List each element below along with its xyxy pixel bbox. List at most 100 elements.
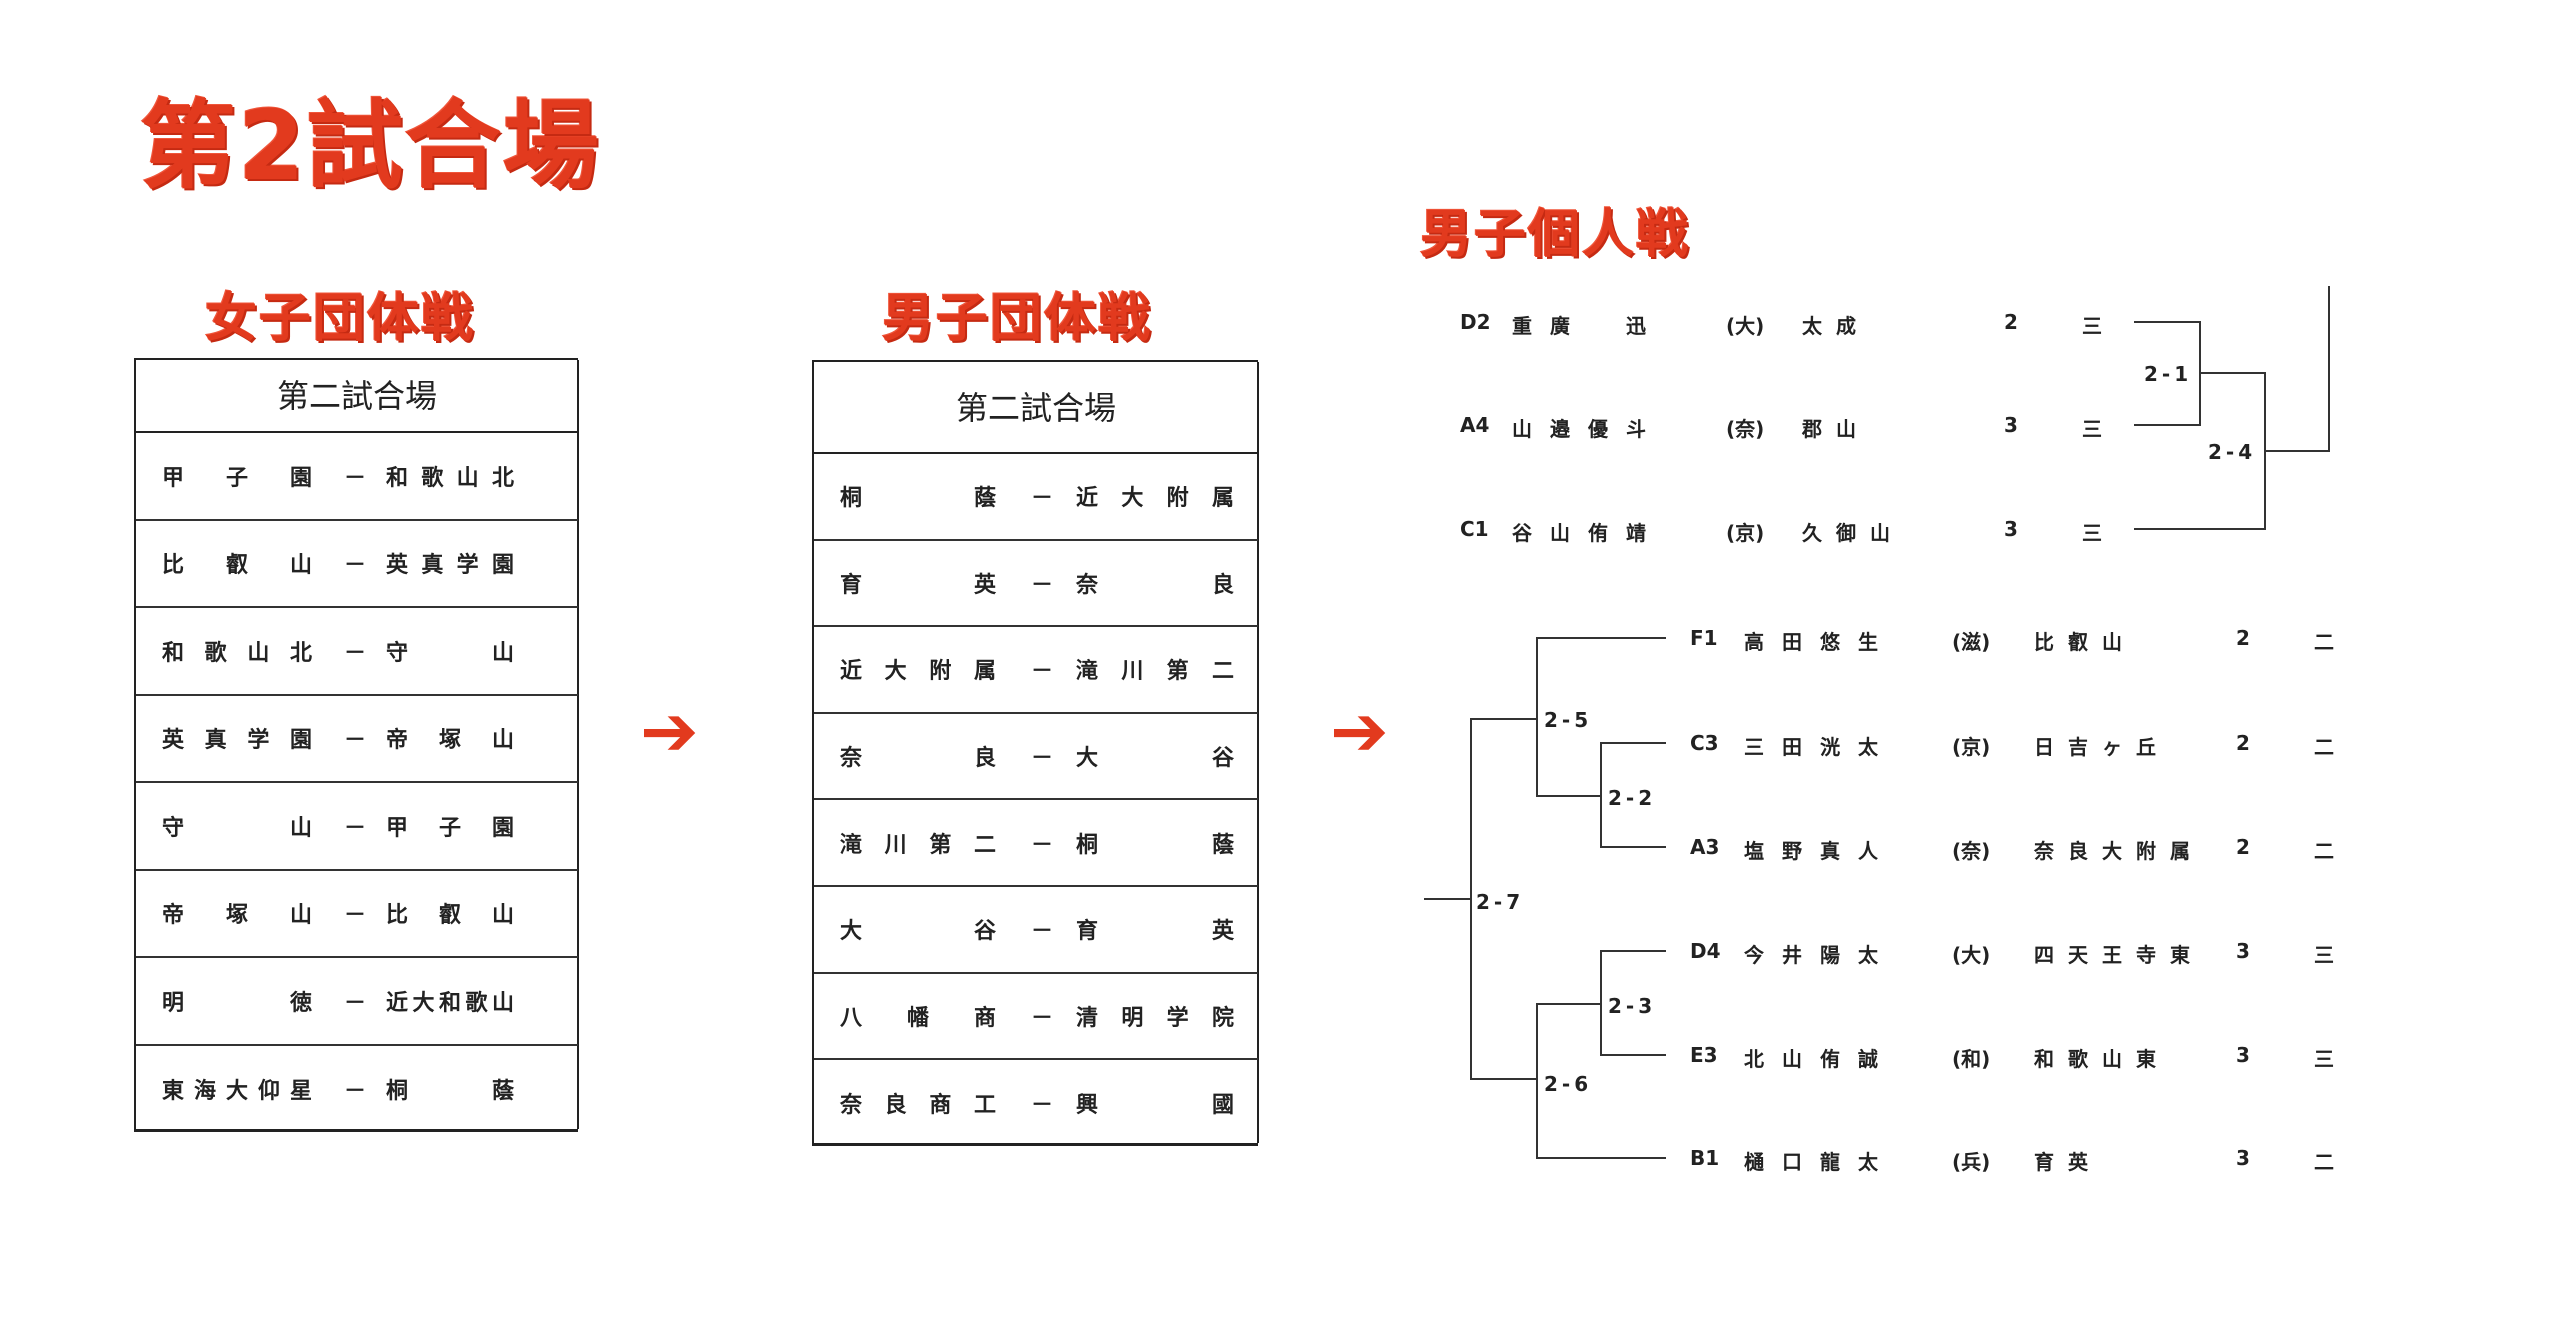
bracket-line	[1600, 950, 1666, 952]
team-left: 奈良	[840, 746, 996, 772]
versus-dash: －	[1031, 1093, 1054, 1119]
team-left: 和歌山北	[162, 640, 312, 666]
table-row: 育英－奈良	[814, 541, 1258, 628]
team-left: 帝塚山	[162, 903, 312, 929]
table-row: 大谷－育英	[814, 887, 1258, 974]
team-right: 大谷	[1076, 746, 1234, 772]
competitor-school: 育英	[2034, 1150, 2102, 1174]
competitor-pref: (大)	[1726, 314, 1765, 338]
team-left: 近大附属	[840, 659, 996, 685]
competitor-level: 二	[2314, 630, 2334, 654]
competitor-school: 比叡山	[2034, 630, 2136, 654]
table-row: 近大附属－滝川第二	[814, 627, 1258, 714]
table-header: 第二試合場	[814, 362, 1258, 454]
bracket-line	[1536, 637, 1666, 639]
table-row: 奈良商工 － 興國	[814, 1060, 1258, 1147]
competitor-name: 重廣 迅	[1512, 314, 1664, 338]
team-right: 興國	[1076, 1093, 1234, 1119]
men-team-heading: 男子団体戦	[882, 289, 1153, 349]
bracket-line	[1536, 1003, 1602, 1005]
versus-dash: －	[1031, 572, 1054, 598]
competitor-school: 久御山	[1802, 521, 1904, 545]
table-row: 東海大仰星－桐蔭	[136, 1046, 578, 1134]
competitor-name: 塩野真人	[1744, 839, 1896, 863]
bracket-line	[2328, 286, 2330, 452]
competitor-pref: (兵)	[1952, 1150, 1991, 1174]
arrow-right-icon: ➔	[640, 690, 699, 772]
competitor-school: 四天王寺東	[2034, 943, 2204, 967]
team-left: 甲子園	[162, 465, 312, 491]
competitor-code: F1	[1690, 626, 1718, 650]
bracket-line	[2134, 528, 2266, 530]
bracket-line	[1536, 1003, 1538, 1159]
bout-score: 2-2	[1608, 786, 1657, 810]
competitor-school: 和歌山東	[2034, 1047, 2170, 1071]
competitor-school: 太成	[1802, 314, 1870, 338]
competitor-level: 三	[2314, 943, 2334, 967]
team-left: 明徳	[162, 990, 312, 1016]
team-right: 和歌山北	[386, 465, 514, 491]
competitor-pref: (和)	[1952, 1047, 1991, 1071]
competitor-level: 二	[2314, 1150, 2334, 1174]
team-left: 育英	[840, 572, 996, 598]
table-row: 帝塚山－比叡山	[136, 871, 578, 958]
team-left: 奈良商工	[840, 1093, 996, 1119]
bracket-line	[1600, 846, 1666, 848]
team-right: 近大附属	[1076, 486, 1234, 512]
competitor-level: 三	[2082, 521, 2102, 545]
competitor-level: 三	[2082, 314, 2102, 338]
team-left: 桐蔭	[840, 486, 996, 512]
women-rows: 甲子園－和歌山北比叡山－英真学園和歌山北－守山英真学園－帝塚山守山－甲子園帝塚山…	[136, 433, 578, 1133]
table-row: 英真学園－帝塚山	[136, 696, 578, 783]
competitor-pref: (奈)	[1952, 839, 1991, 863]
competitor-pref: (滋)	[1952, 630, 1991, 654]
versus-dash: －	[344, 903, 367, 929]
table-row: 守山－甲子園	[136, 783, 578, 871]
table-row: 桐蔭－近大附属	[814, 454, 1258, 541]
versus-dash: －	[1031, 832, 1054, 858]
competitor-grade: 2	[2236, 626, 2250, 650]
competitor-name: 高田悠生	[1744, 630, 1896, 654]
competitor-name: 谷山侑靖	[1512, 521, 1664, 545]
competitor-level: 二	[2314, 839, 2334, 863]
competitor-level: 三	[2314, 1047, 2334, 1071]
competitor-name: 北山侑誠	[1744, 1047, 1896, 1071]
versus-dash: －	[1031, 1005, 1054, 1031]
table-row: 明徳－近大和歌山	[136, 958, 578, 1046]
bout-score: 2-7	[1476, 890, 1525, 914]
bracket-line	[1600, 1054, 1666, 1056]
team-right: 清明学院	[1076, 1005, 1234, 1031]
table-row: 奈良－大谷	[814, 714, 1258, 801]
bracket-line	[2264, 450, 2330, 452]
versus-dash: －	[344, 1079, 367, 1105]
competitor-grade: 2	[2004, 310, 2018, 334]
table-row: 甲子園－和歌山北	[136, 433, 578, 521]
competitor-code: E3	[1690, 1043, 1718, 1067]
team-right: 桐蔭	[386, 1079, 514, 1105]
bracket-line	[1470, 718, 1538, 720]
versus-dash: －	[1031, 659, 1054, 685]
table-border	[577, 360, 579, 1129]
versus-dash: －	[344, 815, 367, 841]
men-rows: 桐蔭－近大附属育英－奈良近大附属－滝川第二奈良－大谷滝川第二－桐蔭大谷－育英八幡…	[814, 454, 1258, 1147]
women-team-table: 第二試合場 甲子園－和歌山北比叡山－英真学園和歌山北－守山英真学園－帝塚山守山－…	[134, 358, 579, 1133]
bout-score: 2-5	[1544, 708, 1593, 732]
table-header: 第二試合場	[136, 360, 578, 433]
table-border	[1257, 362, 1259, 1143]
men-team-table: 第二試合場 桐蔭－近大附属育英－奈良近大附属－滝川第二奈良－大谷滝川第二－桐蔭大…	[812, 360, 1259, 1147]
competitor-grade: 2	[2236, 835, 2250, 859]
bracket-line	[1470, 1078, 1538, 1080]
versus-dash: －	[344, 728, 367, 754]
competitor-level: 二	[2314, 735, 2334, 759]
competitor-pref: (京)	[1952, 735, 1991, 759]
competitor-grade: 2	[2236, 731, 2250, 755]
team-right: 近大和歌山	[386, 990, 514, 1016]
competitor-code: A4	[1460, 413, 1490, 437]
competitor-grade: 3	[2004, 517, 2018, 541]
team-left: 大谷	[840, 919, 996, 945]
competitor-code: D2	[1460, 310, 1491, 334]
bracket-line	[2134, 321, 2200, 323]
bout-score: 2-3	[1608, 994, 1657, 1018]
team-left: 滝川第二	[840, 832, 996, 858]
competitor-name: 山邉優斗	[1512, 417, 1664, 441]
